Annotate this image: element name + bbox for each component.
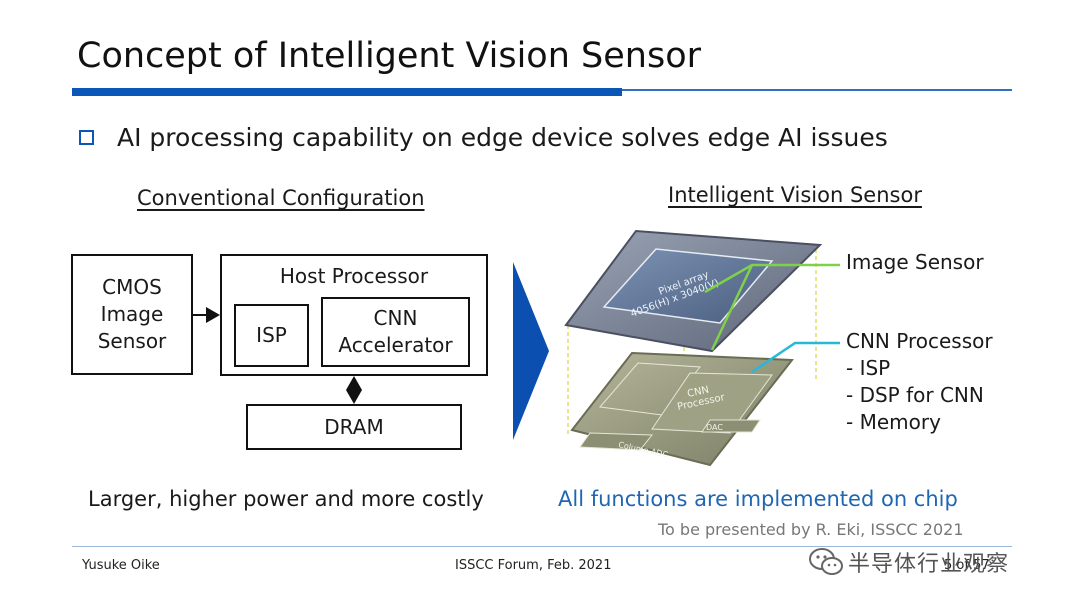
cnn-item-isp: - ISP [846, 356, 891, 380]
cnn-die: CNN Processor DAC Column ADC [570, 351, 794, 467]
bullet-square-icon [79, 130, 94, 145]
conventional-heading: Conventional Configuration [137, 186, 425, 210]
footer-page: 5 of 57 [944, 558, 990, 573]
image-sensor-die: Pixel array 4056(H) x 3040(V) [564, 229, 823, 353]
chip-cnn-label: CNN [686, 385, 710, 400]
watermark-text: 半导体行业观察 [848, 552, 1010, 577]
footer-event: ISSCC Forum, Feb. 2021 [455, 558, 612, 573]
credit-text: To be presented by R. Eki, ISSCC 2021 [658, 520, 964, 539]
cnn-accelerator-box: CNN Accelerator [321, 297, 470, 367]
intelligent-sensor-heading: Intelligent Vision Sensor [668, 183, 922, 207]
chip-dac-label: DAC [706, 423, 723, 432]
title-underline-thick [72, 88, 622, 96]
intelligent-caption: All functions are implemented on chip [558, 487, 958, 511]
chip-illustration: CNN Processor DAC Column ADC Pixel array… [564, 229, 823, 467]
footer-author: Yusuke Oike [82, 558, 160, 573]
cmos-image-sensor-box: CMOS Image Sensor [71, 254, 193, 375]
isp-box: ISP [234, 304, 309, 367]
cnn-item-dsp: - DSP for CNN [846, 383, 984, 407]
dram-box: DRAM [246, 404, 462, 450]
host-processor-label: Host Processor [279, 264, 429, 288]
slide-title: Concept of Intelligent Vision Sensor [77, 36, 702, 76]
bullet-text: AI processing capability on edge device … [117, 123, 888, 152]
cnn-item-memory: - Memory [846, 410, 941, 434]
conventional-caption: Larger, higher power and more costly [88, 487, 484, 511]
footer-divider [72, 546, 1012, 547]
wechat-logo-icon [808, 544, 844, 580]
host-processor-box: Host Processor ISP CNN Accelerator [220, 254, 488, 376]
title-underline-thin [622, 89, 1012, 91]
cnn-processor-label: CNN Processor [846, 329, 993, 353]
image-sensor-label: Image Sensor [846, 250, 984, 274]
transition-arrow-icon [513, 262, 549, 440]
